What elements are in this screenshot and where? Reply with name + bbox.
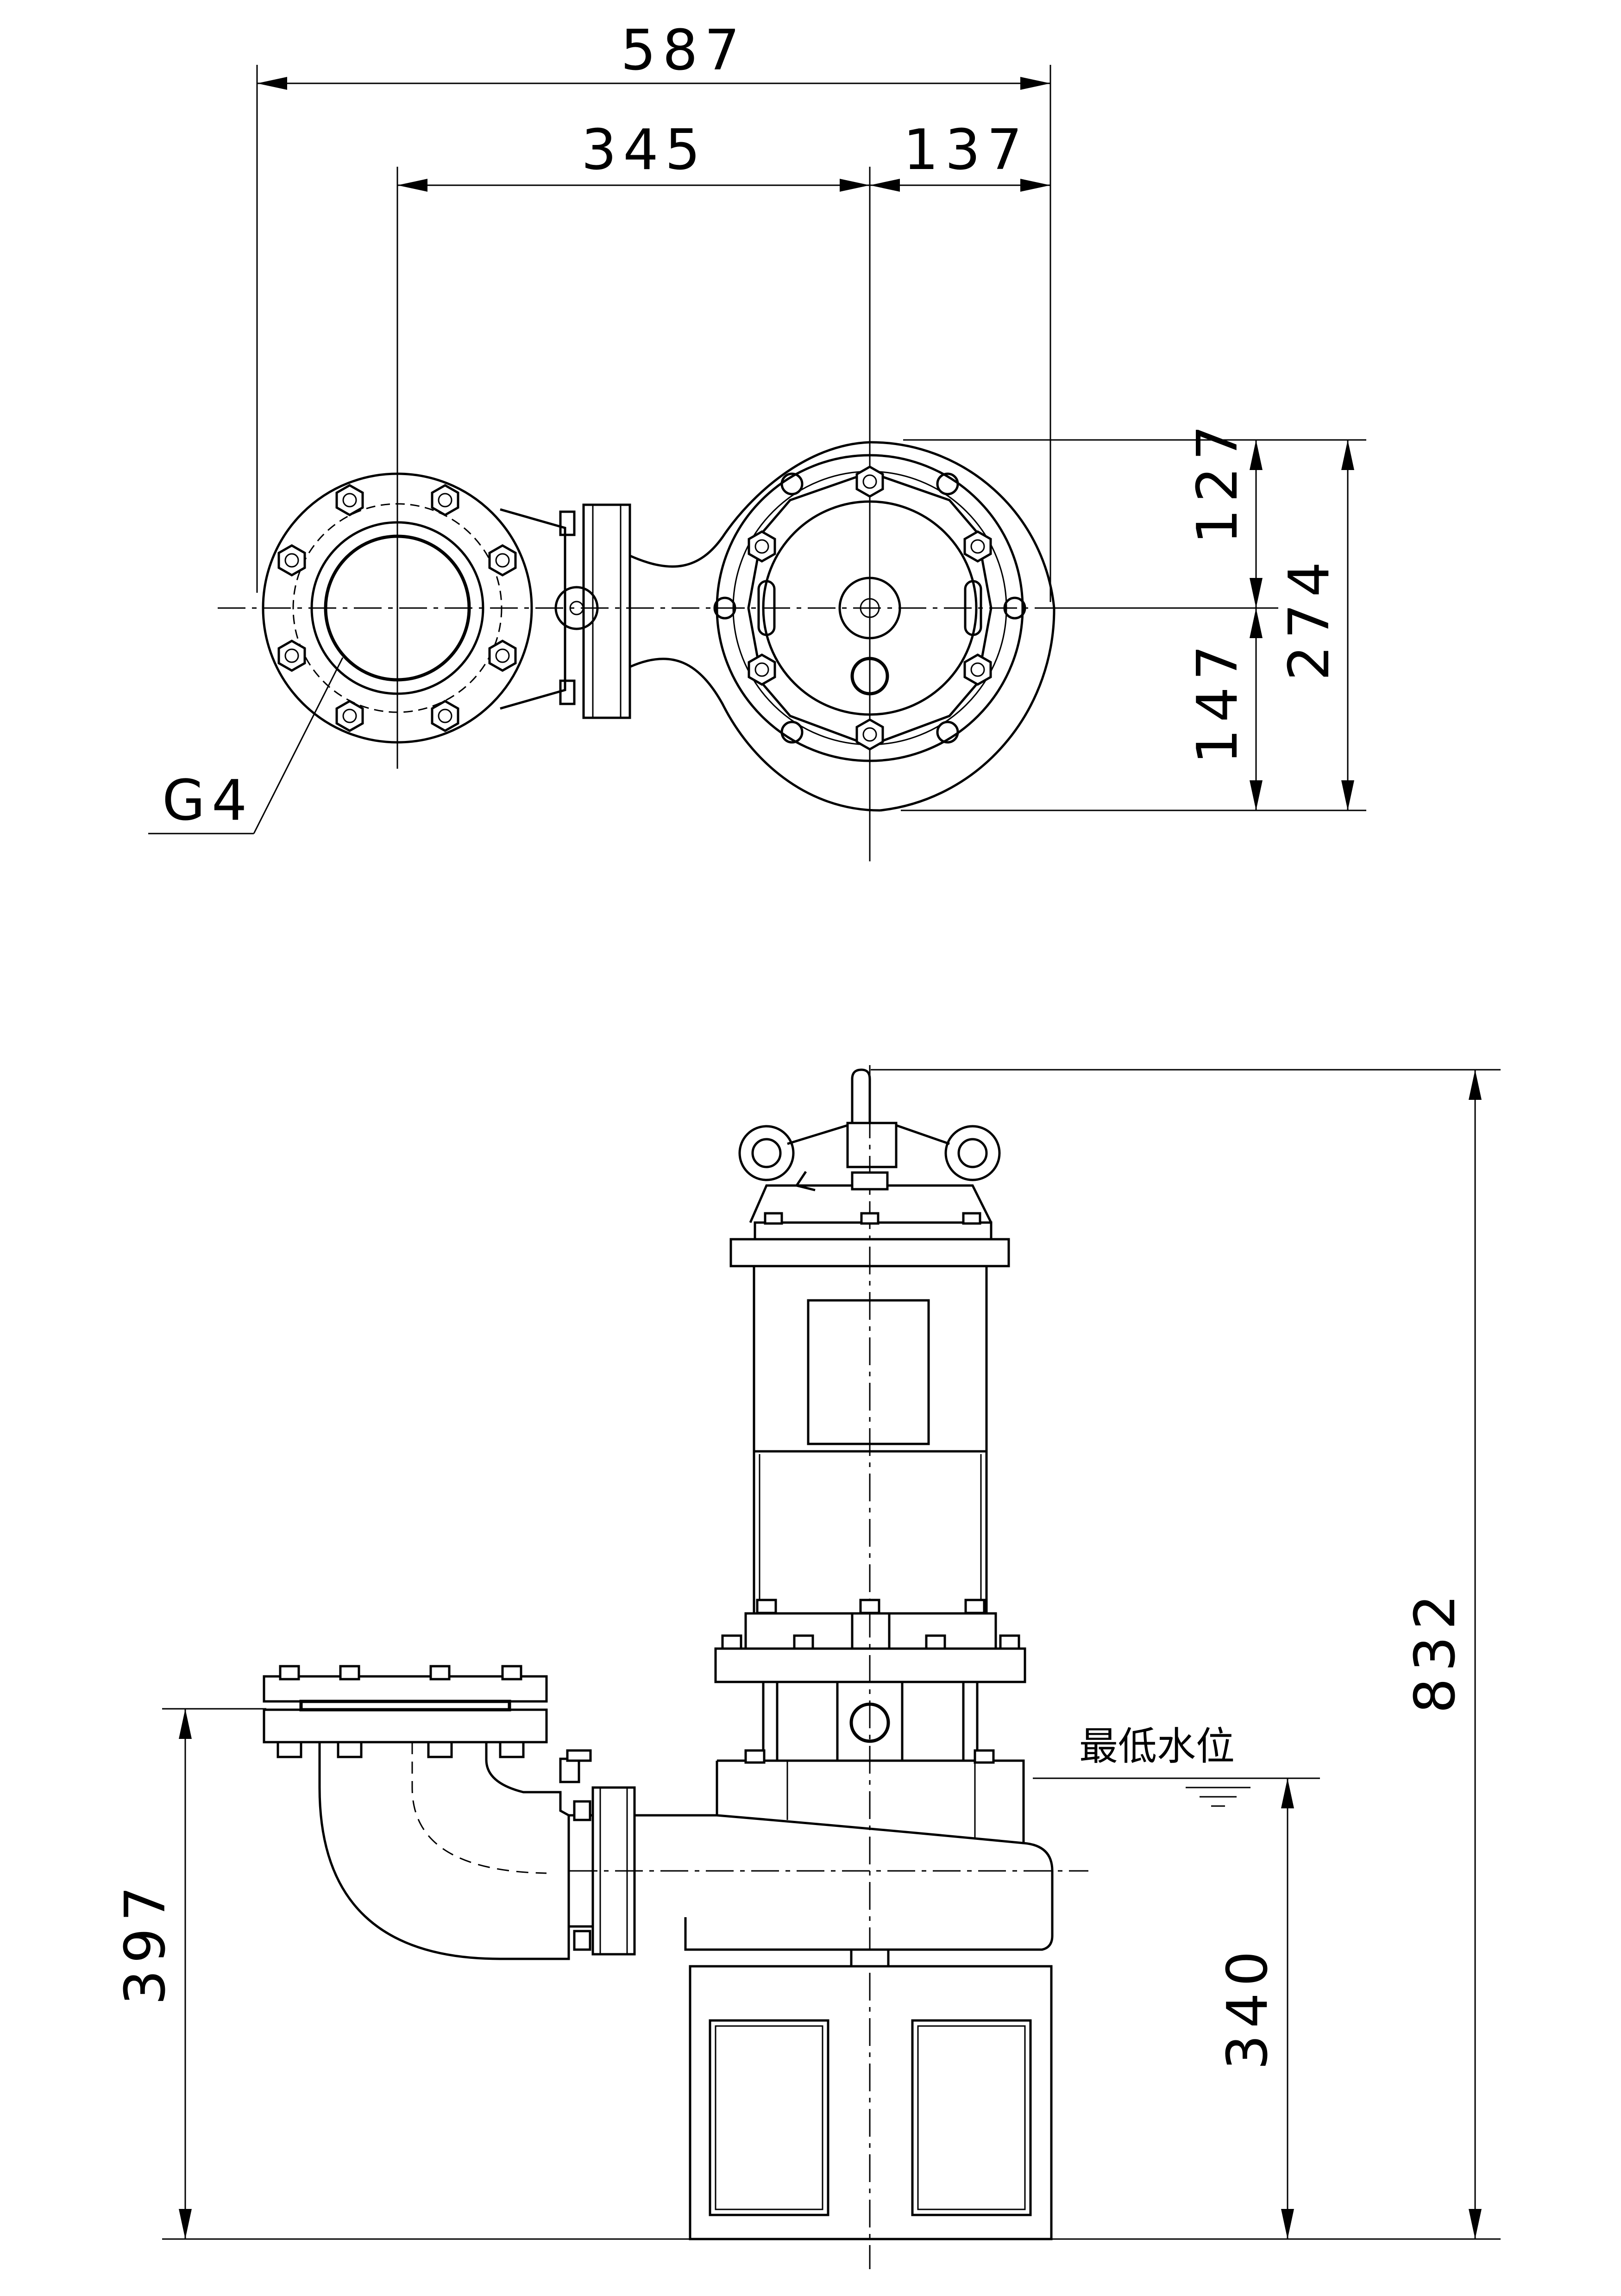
dim-top-to-center: 127 [1186,419,1250,544]
volute-casing [635,1749,1054,1968]
plan-view: G4 587 345 137 127 147 274 [148,19,1366,861]
strainer-base [689,1965,1053,2240]
elevation-view: 最低水位 832 397 340 [113,1065,1501,2269]
dim-outlet-height: 397 [113,1880,178,2005]
dim-center-to-right: 137 [903,118,1029,182]
discharge-flange-plan [262,472,533,744]
dim-center-to-bottom: 147 [1186,639,1250,764]
discharge-elbow [263,1665,636,1960]
dim-overall-width: 587 [621,19,746,83]
outlet-size-label: G4 [162,769,253,833]
motor-body [714,1265,1026,1683]
dim-outlet-to-center: 345 [581,118,707,182]
dim-min-water-height: 340 [1216,1945,1280,2070]
pump-body-plan [713,441,1056,812]
dim-total-height: 832 [1403,1588,1468,1713]
min-water-level-label: 最低水位 [1079,1724,1235,1769]
coupling-plan [500,441,880,812]
dim-total-depth: 274 [1277,555,1342,681]
